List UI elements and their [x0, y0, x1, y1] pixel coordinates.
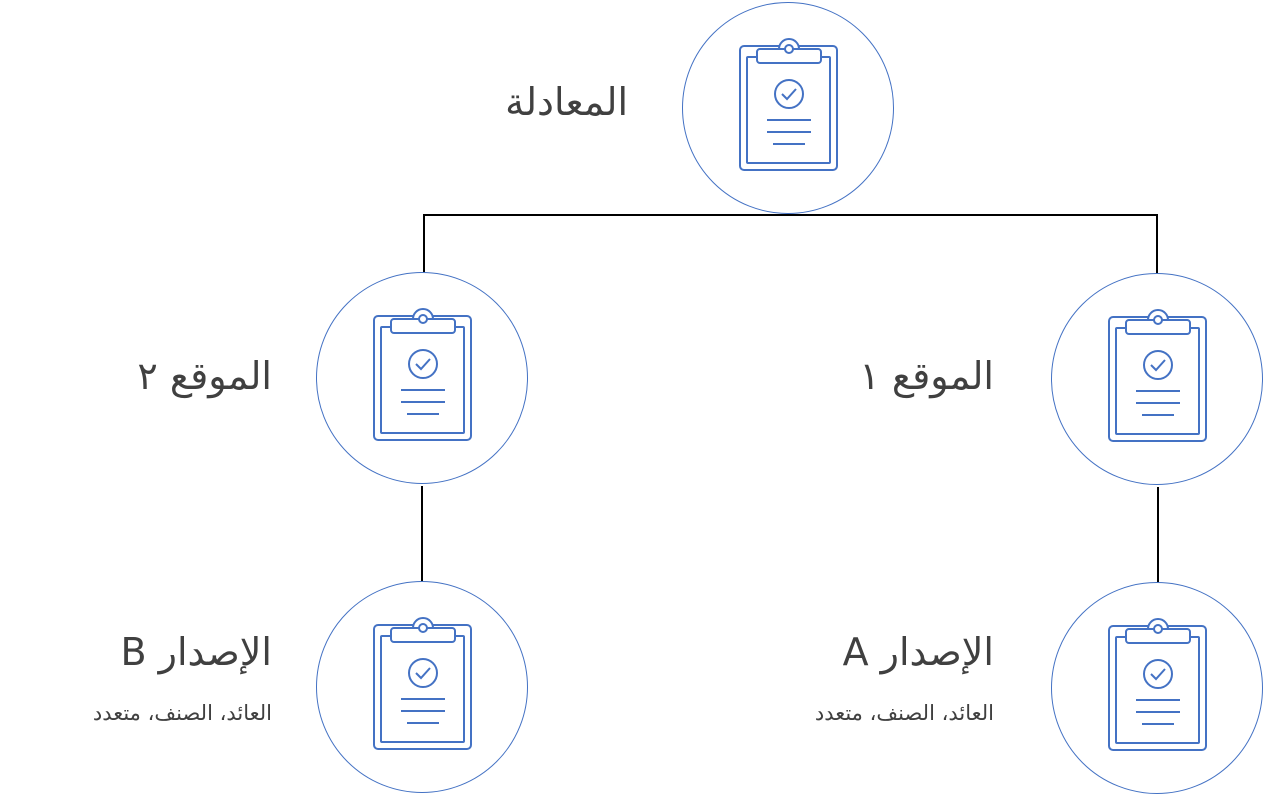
clipboard-check-icon [1108, 618, 1207, 751]
node-versionB-title: الإصدار B [120, 630, 272, 674]
clipboard-check-icon [1108, 309, 1207, 442]
node-site2-circle [316, 272, 528, 484]
node-versionA-circle [1051, 582, 1263, 794]
node-versionA-title: الإصدار A [842, 630, 994, 674]
node-versionB-subtitle: العائد، الصنف، متعدد [92, 701, 272, 725]
node-site1-title: الموقع ١ [859, 354, 994, 398]
clipboard-check-icon [373, 617, 472, 750]
node-site2-title: الموقع ٢ [137, 354, 272, 398]
clipboard-check-icon [739, 38, 838, 171]
node-root-title: المعادلة [505, 80, 628, 124]
node-root-circle [682, 2, 894, 214]
node-versionB-circle [316, 581, 528, 793]
node-versionA-subtitle: العائد، الصنف، متعدد [814, 701, 994, 725]
clipboard-check-icon [373, 308, 472, 441]
node-site1-circle [1051, 273, 1263, 485]
